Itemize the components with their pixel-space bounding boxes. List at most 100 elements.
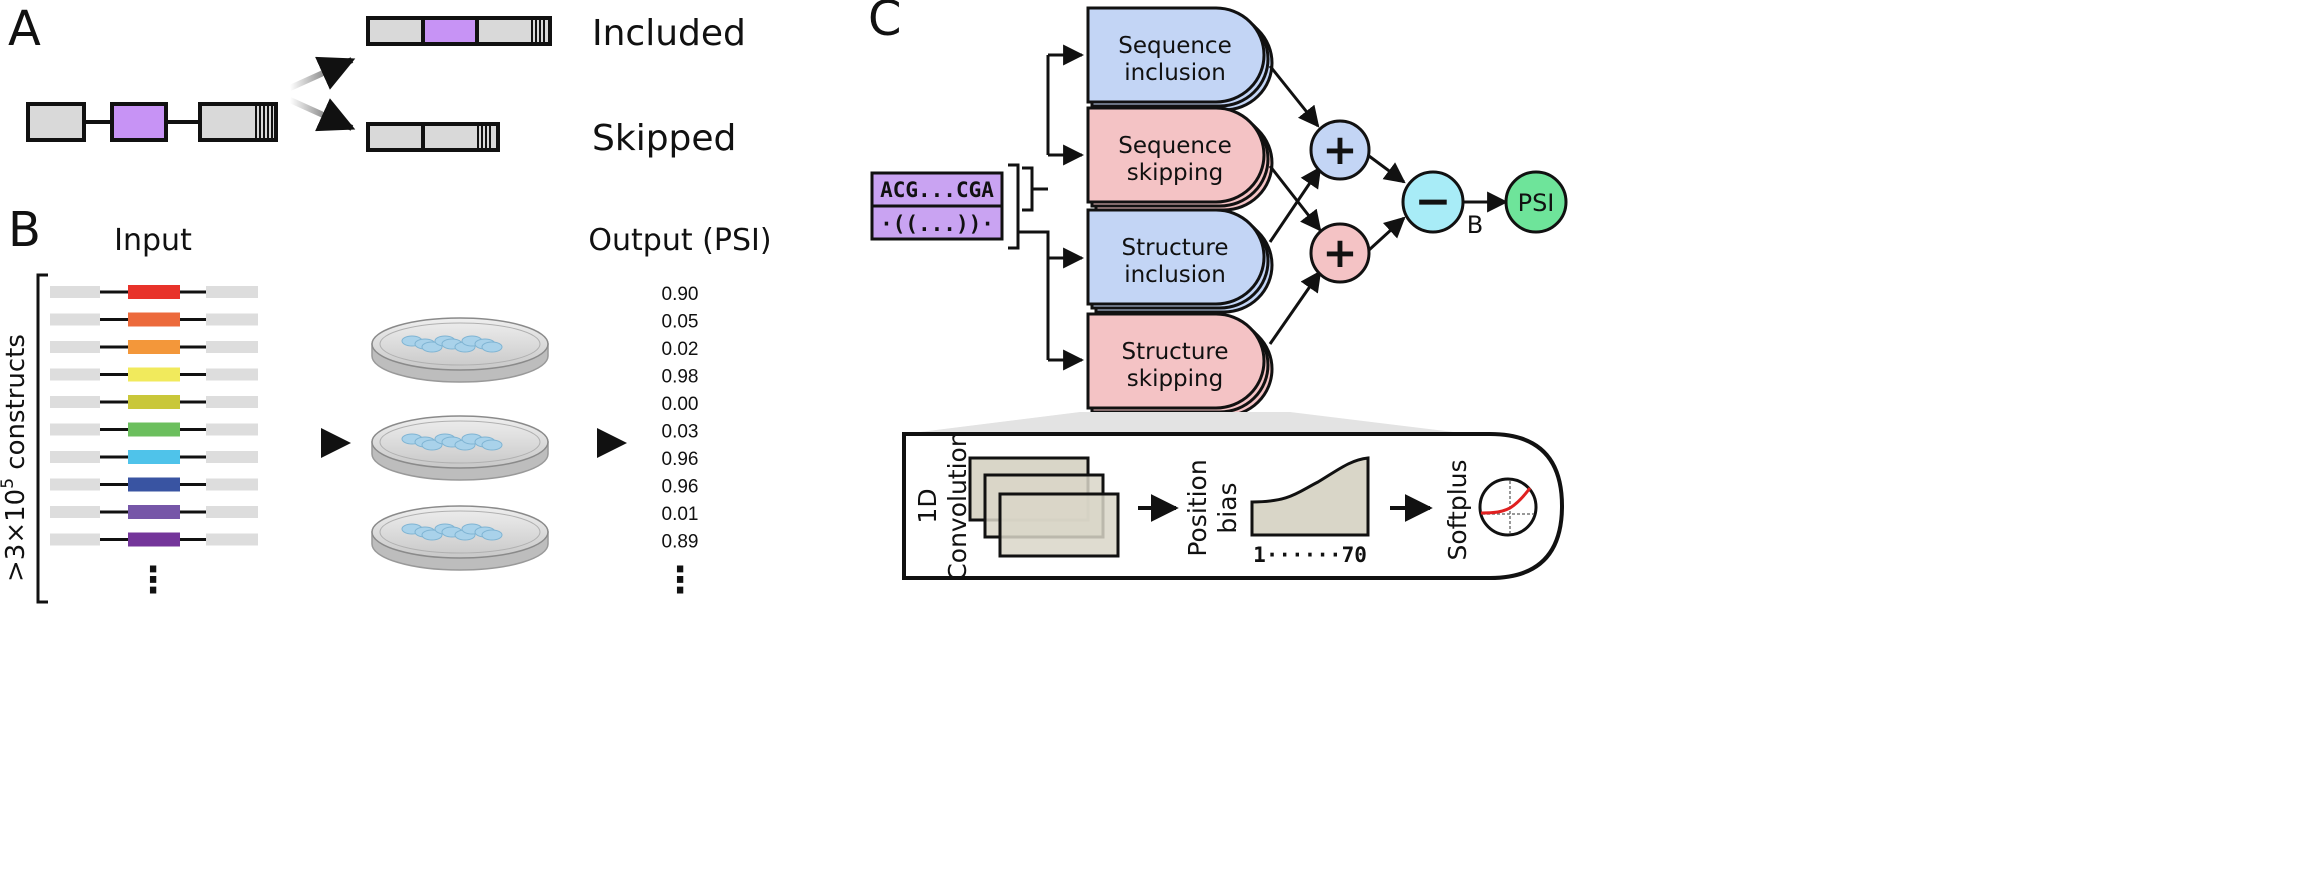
construct-exon (128, 532, 180, 547)
petri-dishes (371, 317, 549, 571)
construct-exon (128, 505, 180, 519)
module-label-line2: skipping (1127, 366, 1223, 392)
construct-row (50, 395, 258, 409)
psi-value: 0.96 (662, 477, 699, 498)
cell-cluster (401, 335, 503, 353)
construct-rows (50, 285, 258, 547)
input-arrows (1048, 44, 1085, 371)
output-header: Output (PSI) (588, 223, 771, 258)
input-ellipsis: ⋮ (135, 560, 171, 601)
input-sequence: ACG...CGA (880, 178, 994, 202)
panel-b: B Input Output (PSI) >3×105 constructs 0… (0, 202, 772, 604)
panel-c: C ACG...CGA ·((...))· SequenceinclusionS… (868, 0, 1568, 581)
construct-flank-right (206, 286, 258, 298)
psi-value: 0.89 (662, 532, 699, 553)
combine-arrows (1268, 65, 1509, 345)
constructs-label: >3×105 constructs (0, 334, 31, 582)
construct-row (50, 450, 258, 464)
construct-flank-left (50, 286, 100, 298)
psi-value: 0.90 (662, 284, 699, 305)
construct-flank-right (206, 396, 258, 408)
constructs-bracket (36, 273, 48, 604)
construct-flank-right (206, 368, 258, 381)
arrow-to-included (288, 56, 356, 91)
construct-exon (128, 312, 180, 327)
input-routing (1008, 55, 1050, 360)
cell-cluster (401, 523, 503, 541)
conv-label: 1DConvolution (913, 431, 972, 580)
construct-flank-right (206, 423, 258, 436)
exon-1 (26, 102, 86, 142)
construct-row (50, 367, 258, 382)
construct-row (50, 340, 258, 354)
construct-flank-left (50, 313, 100, 326)
module-label-line1: Sequence (1118, 33, 1231, 59)
bias-label-detail: Positionbias (1183, 459, 1242, 556)
included-isoform (366, 16, 552, 46)
module-label-line2: inclusion (1124, 60, 1226, 86)
minus-node: − (1401, 170, 1465, 234)
psi-value: 0.05 (662, 312, 699, 333)
construct-flank-right (206, 533, 258, 546)
petri-dish (371, 415, 549, 481)
module-detail-box: 1DConvolution Positionbias 1······70 Sof… (902, 431, 1565, 581)
construct-row (50, 505, 258, 519)
construct-flank-left (50, 478, 100, 491)
construct-exon (128, 422, 180, 437)
psi-value: 0.96 (662, 449, 699, 470)
module-label-line2: skipping (1127, 160, 1223, 186)
panel-a: A Included (8, 1, 746, 159)
model-modules: SequenceinclusionSequenceskippingStructu… (1086, 6, 1274, 418)
zoom-wedge (904, 412, 1470, 434)
pre-mrna (26, 102, 278, 142)
bias-label: B (1467, 211, 1483, 239)
construct-flank-right (206, 506, 258, 518)
plus-symbol-top: + (1322, 125, 1357, 174)
panel-b-label: B (8, 202, 41, 258)
construct-row (50, 285, 258, 299)
petri-dish (371, 505, 549, 571)
position-bias-curve (1250, 456, 1370, 537)
poly-a-stripes (255, 106, 273, 138)
psi-value: 0.02 (662, 339, 699, 360)
psi-value: 0.98 (662, 367, 699, 388)
construct-flank-right (206, 478, 258, 491)
plus-symbol-bottom: + (1322, 228, 1357, 277)
plus-node-skipping: + (1309, 222, 1371, 284)
construct-flank-right (206, 451, 258, 463)
petri-dish (371, 317, 549, 383)
skipped-label: Skipped (592, 118, 736, 159)
construct-row (50, 532, 258, 547)
psi-output-label: PSI (1518, 189, 1555, 217)
input-structure: ·((...))· (880, 212, 994, 236)
construct-exon (128, 285, 180, 299)
construct-flank-left (50, 341, 100, 353)
module-label-line1: Structure (1122, 339, 1229, 365)
construct-flank-left (50, 506, 100, 518)
softplus-icon (1478, 477, 1538, 537)
construct-exon (128, 477, 180, 492)
construct-row (50, 422, 258, 437)
skipped-isoform (366, 122, 500, 152)
psi-value: 0.01 (662, 504, 699, 525)
module-label-line1: Structure (1122, 235, 1229, 261)
construct-flank-left (50, 368, 100, 381)
construct-flank-left (50, 423, 100, 436)
output-ellipsis: ⋮ (662, 560, 698, 601)
panel-a-label: A (8, 1, 41, 57)
module-label-line1: Sequence (1118, 133, 1231, 159)
conv-filters (968, 456, 1120, 558)
construct-flank-left (50, 396, 100, 408)
input-header: Input (114, 223, 192, 258)
construct-flank-left (50, 451, 100, 463)
psi-output-node: PSI (1504, 170, 1568, 234)
panel-c-label: C (868, 0, 902, 47)
included-label: Included (592, 13, 746, 54)
construct-flank-right (206, 341, 258, 353)
arrow-to-skipped (288, 97, 356, 132)
softplus-label: Softplus (1443, 459, 1472, 560)
psi-value: 0.00 (662, 394, 699, 415)
